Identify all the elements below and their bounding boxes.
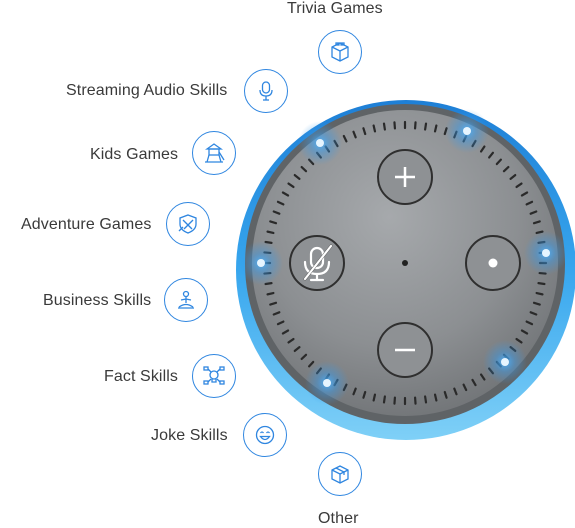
category-label-adventure-games: Adventure Games [21, 216, 151, 234]
category-icon-joke-skills[interactable] [243, 413, 287, 457]
shield-swords-icon [175, 211, 201, 237]
perforation-dot [435, 126, 436, 132]
category-icon-kids-games[interactable] [192, 131, 236, 175]
laughing-face-icon [252, 422, 278, 448]
microphone-hole [402, 260, 408, 266]
led-dot [463, 127, 471, 135]
perforation-dot [374, 395, 375, 401]
category-label-streaming-audio-skills: Streaming Audio Skills [66, 82, 227, 100]
perforation-dot [268, 232, 274, 233]
mute-microphone-button[interactable] [290, 236, 344, 290]
led-dot [316, 139, 324, 147]
category-label-other: Other [318, 510, 359, 528]
category-label-fact-skills: Fact Skills [104, 368, 178, 386]
led-dot [323, 379, 331, 387]
perforation-dot [425, 124, 426, 130]
cube-icon [327, 39, 353, 65]
category-icon-trivia-games[interactable] [318, 30, 362, 74]
category-label-business-skills: Business Skills [43, 292, 151, 310]
meditating-person-icon [173, 287, 199, 313]
perforation-dot [537, 293, 543, 294]
led-dot [257, 259, 265, 267]
perforation-dot [538, 283, 544, 284]
volume-down-button[interactable] [378, 323, 432, 377]
lightbulb-network-icon [201, 363, 227, 389]
category-icon-other[interactable] [318, 452, 362, 496]
playground-icon [201, 140, 227, 166]
package-box-icon [327, 461, 353, 487]
category-icon-fact-skills[interactable] [192, 354, 236, 398]
perforation-dot [384, 396, 385, 402]
action-dot-icon [489, 259, 498, 268]
perforation-dot [268, 293, 274, 294]
category-icon-business-skills[interactable] [164, 278, 208, 322]
microphone-icon [253, 78, 279, 104]
category-icon-adventure-games[interactable] [166, 202, 210, 246]
perforation-dot [435, 395, 436, 401]
category-icon-streaming-audio-skills[interactable] [244, 69, 288, 113]
perforation-dot [384, 124, 385, 130]
led-dot [542, 249, 550, 257]
category-label-trivia-games: Trivia Games [287, 0, 383, 18]
perforation-dot [374, 126, 375, 132]
action-button[interactable] [466, 236, 520, 290]
volume-up-button[interactable] [378, 150, 432, 204]
category-label-joke-skills: Joke Skills [151, 427, 228, 445]
category-label-kids-games: Kids Games [90, 146, 178, 164]
led-dot [501, 358, 509, 366]
perforation-dot [425, 396, 426, 402]
